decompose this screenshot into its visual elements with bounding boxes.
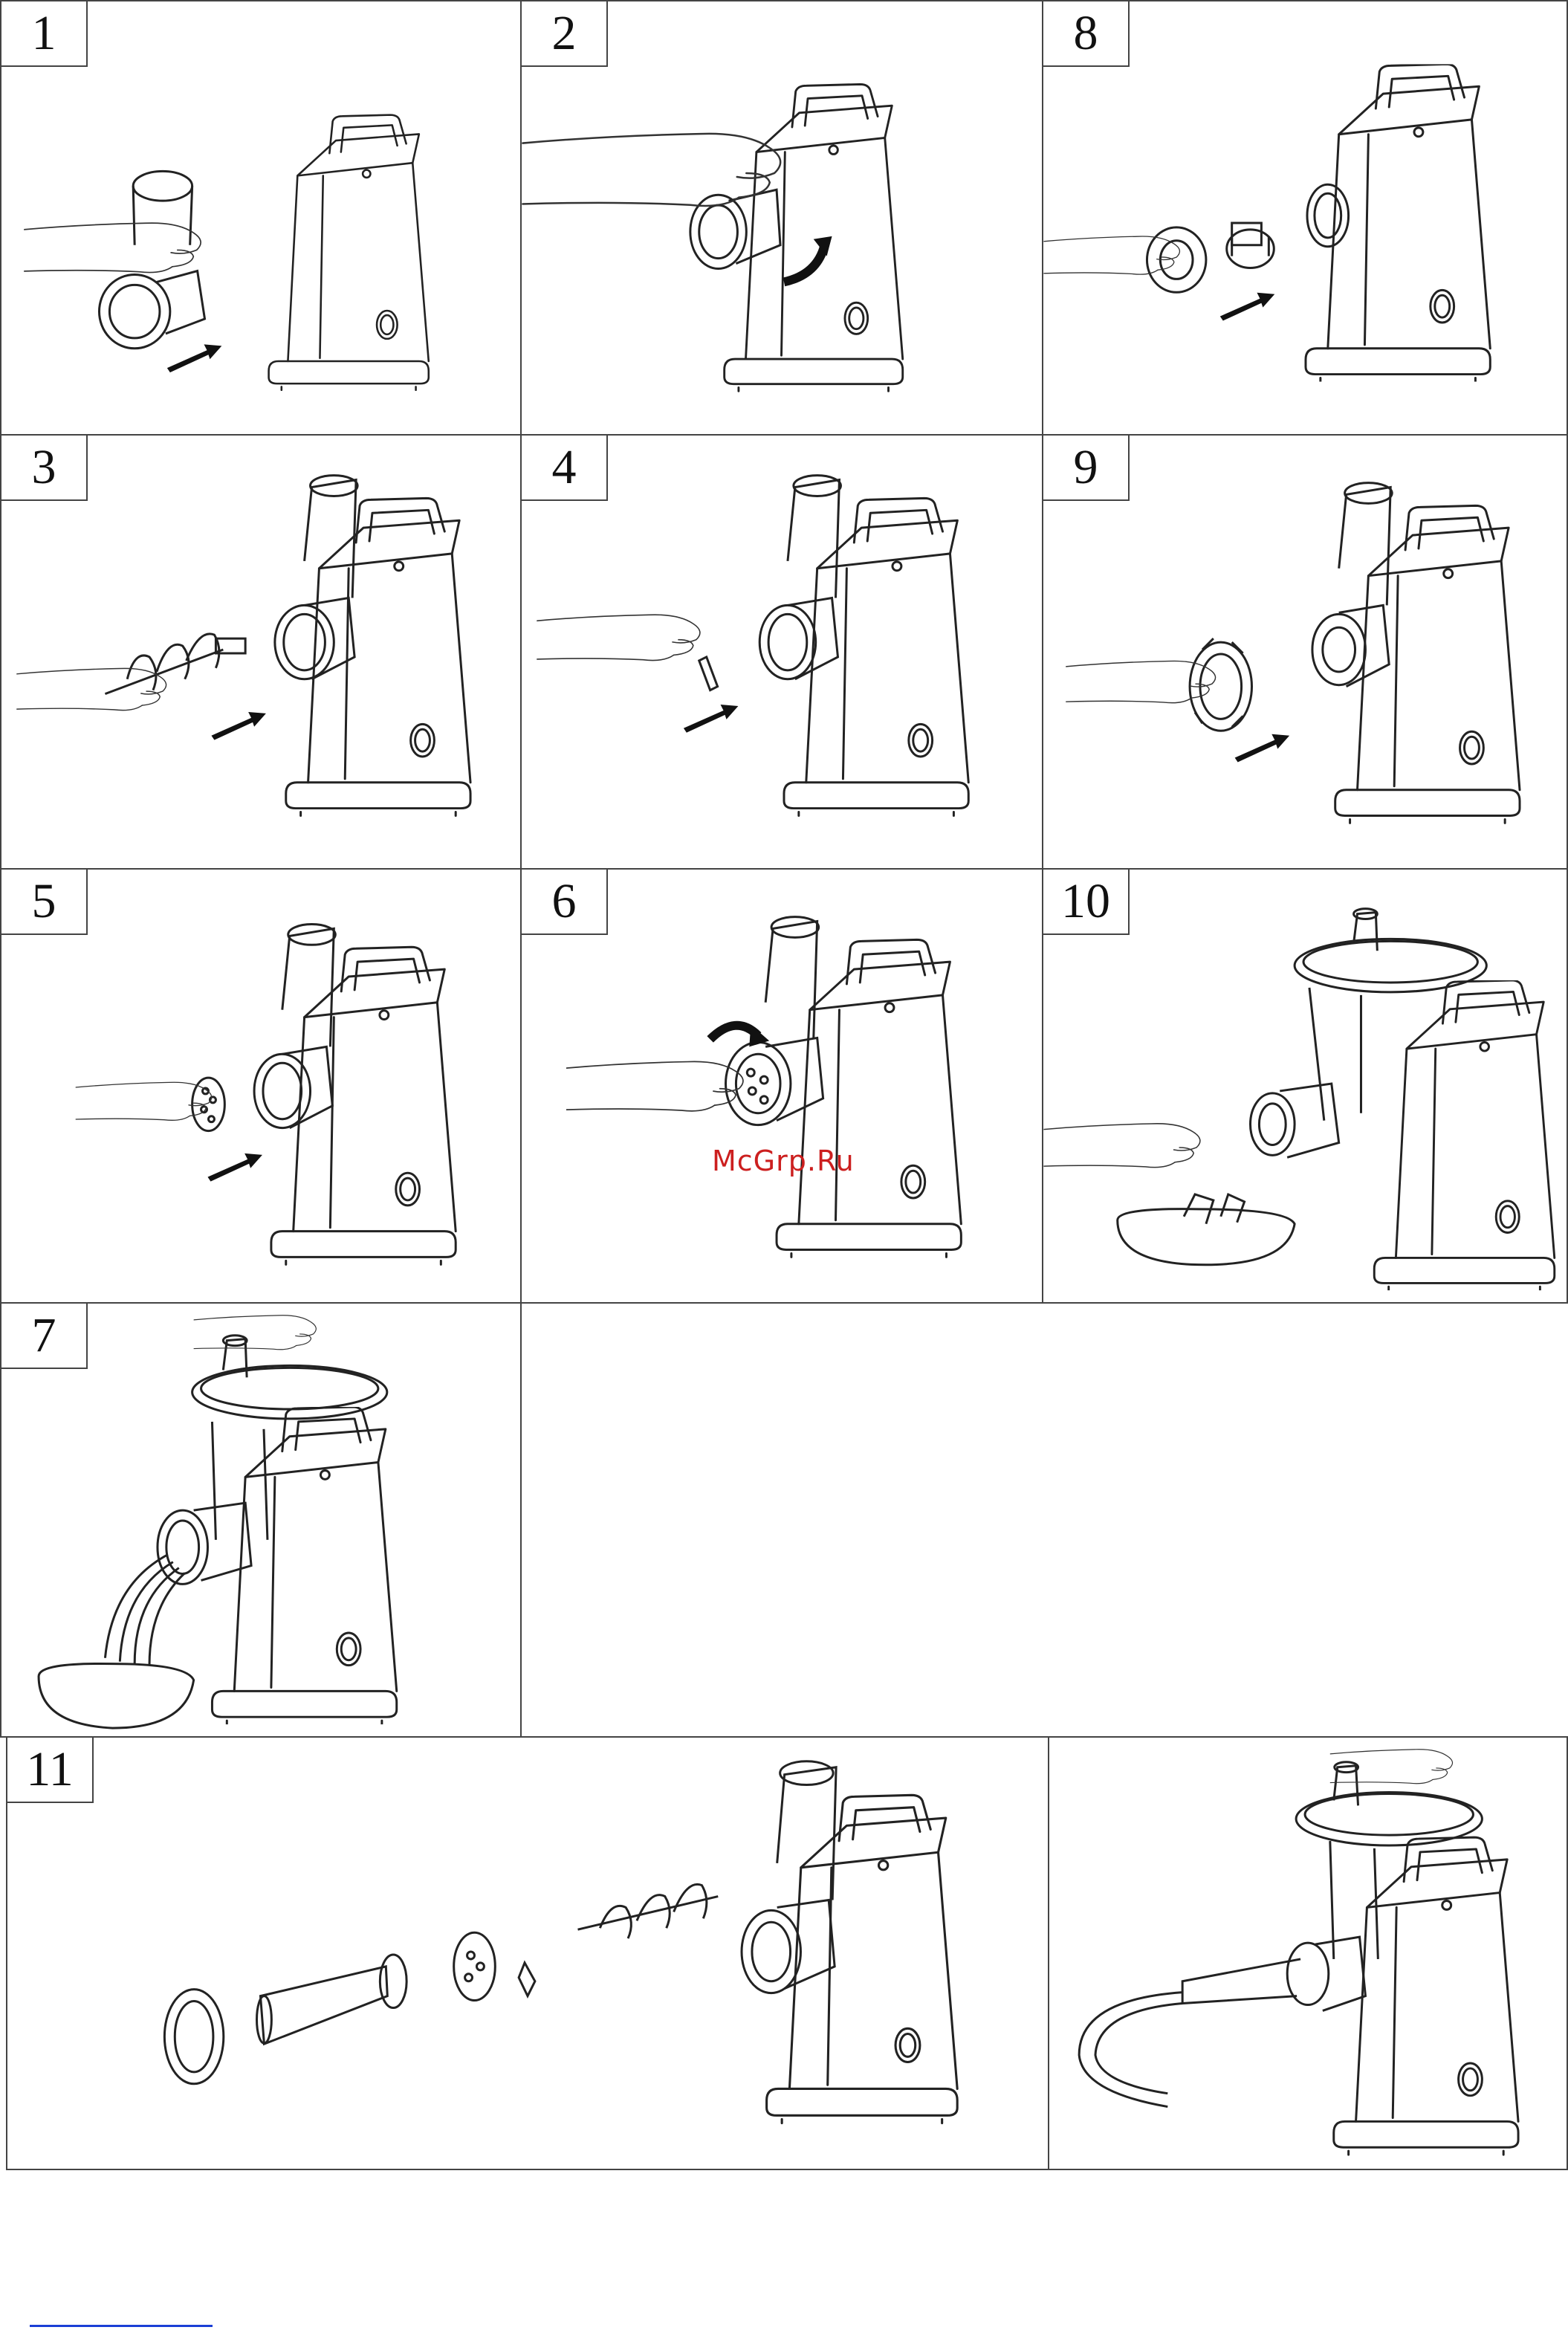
step-number: 8 xyxy=(1043,1,1130,67)
step-number: 2 xyxy=(522,1,608,67)
step-number: 5 xyxy=(1,870,88,935)
footer-link-underline[interactable] xyxy=(30,2325,213,2327)
step-panel-2: 2 xyxy=(520,0,1043,436)
step-panel-8: 8 xyxy=(1042,0,1568,436)
step-panel-1: 1 xyxy=(0,0,522,436)
step-panel-10: 10 xyxy=(1042,868,1568,1304)
step-panel-4: 4 xyxy=(520,434,1043,870)
step-number: 7 xyxy=(1,1304,88,1369)
step-panel-11: 11 xyxy=(6,1736,1049,2170)
step-panel-9: 9 xyxy=(1042,434,1568,870)
illustration-sausage-attachment-exploded xyxy=(7,1738,1048,2169)
step-number: 6 xyxy=(522,870,608,935)
step-panel-3: 3 xyxy=(0,434,522,870)
step-panel-6: 6 xyxy=(520,868,1043,1304)
step-number: 4 xyxy=(522,436,608,501)
step-number: 10 xyxy=(1043,870,1130,935)
step-panel-7: 7 xyxy=(0,1302,522,1738)
step-number: 3 xyxy=(1,436,88,501)
step-number: 9 xyxy=(1043,436,1130,501)
step-panel-5: 5 xyxy=(0,868,522,1304)
step-panel-11-result xyxy=(1048,1736,1568,2170)
step-number: 1 xyxy=(1,1,88,67)
illustration-sausage-filling xyxy=(1049,1738,1567,2169)
step-number: 11 xyxy=(7,1738,94,1803)
rotate-arrow xyxy=(784,245,825,282)
watermark-text: McGrp.Ru xyxy=(712,1145,855,1177)
